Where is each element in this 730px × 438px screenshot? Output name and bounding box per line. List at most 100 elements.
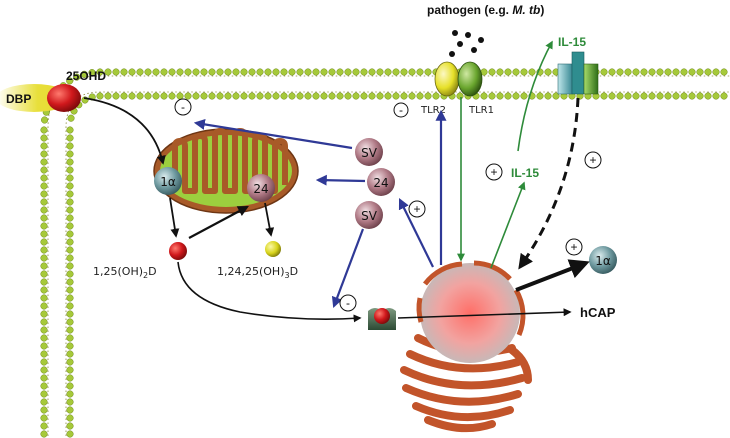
phospholipid-head bbox=[688, 92, 696, 100]
calcitriol-label: 1,25(OH)2D bbox=[93, 265, 157, 280]
phospholipid-head bbox=[224, 92, 232, 100]
il15-receptor-label: IL-15 bbox=[558, 35, 586, 49]
phospholipid-head bbox=[608, 92, 616, 100]
phospholipid-head bbox=[296, 68, 304, 76]
phospholipid-head bbox=[264, 68, 272, 76]
plus-sign-il15-receptor-text: + bbox=[589, 153, 596, 167]
nuclear-envelope bbox=[513, 288, 526, 336]
phospholipid-head bbox=[66, 166, 74, 174]
phospholipid-head bbox=[640, 92, 648, 100]
phospholipid-head bbox=[88, 69, 96, 77]
phospholipid-head bbox=[40, 262, 48, 270]
hcap-label: hCAP bbox=[580, 305, 616, 320]
nucleus bbox=[420, 263, 520, 363]
dbp-complex: DBP 25OHD bbox=[0, 69, 106, 112]
phospholipid-head bbox=[40, 350, 48, 358]
phospholipid-head bbox=[40, 142, 48, 150]
phospholipid-head bbox=[632, 92, 640, 100]
arrows bbox=[83, 40, 590, 323]
phospholipid-head bbox=[384, 92, 392, 100]
cyp27b1-induced bbox=[589, 246, 617, 274]
phospholipid-head bbox=[512, 92, 520, 100]
arrow-calcitriol-to-cyp24 bbox=[188, 205, 249, 239]
phospholipid-head bbox=[376, 68, 384, 76]
phospholipid-head bbox=[120, 68, 128, 76]
phospholipid-head bbox=[40, 198, 48, 206]
arrow-cyp27b1-to-calcitriol bbox=[169, 197, 180, 238]
phospholipid-head bbox=[424, 68, 432, 76]
phospholipid-head bbox=[312, 92, 320, 100]
phospholipid-head bbox=[712, 92, 720, 100]
phospholipid-head bbox=[608, 68, 616, 76]
plus-sign-il15-receptor bbox=[584, 151, 602, 169]
tlr1-label: TLR1 bbox=[468, 105, 494, 116]
phospholipid-head bbox=[184, 68, 192, 76]
phospholipid-head bbox=[392, 92, 400, 100]
arrow-25ohd-to-cyp27b1 bbox=[83, 97, 166, 165]
phospholipid-head bbox=[496, 68, 504, 76]
phospholipid-head bbox=[656, 68, 664, 76]
pathogen-particle bbox=[471, 47, 477, 53]
phospholipid-head bbox=[624, 92, 632, 100]
phospholipid-head bbox=[80, 70, 88, 78]
phospholipid-head bbox=[40, 190, 48, 198]
phospholipid-head bbox=[66, 134, 74, 142]
phospholipid-head bbox=[66, 270, 74, 278]
cyp27b1-induced-label: 1α bbox=[595, 254, 611, 268]
phospholipid-head bbox=[240, 92, 248, 100]
phospholipid-head bbox=[66, 366, 74, 374]
phospholipid-head bbox=[672, 92, 680, 100]
phospholipid-head bbox=[73, 73, 81, 81]
phospholipid-head bbox=[224, 68, 232, 76]
phospholipid-head bbox=[344, 68, 352, 76]
plus-sign-cyp24 bbox=[408, 200, 426, 218]
phospholipid-head bbox=[40, 414, 48, 422]
phospholipid-head bbox=[360, 92, 368, 100]
phospholipid-head bbox=[488, 92, 496, 100]
phospholipid-head bbox=[104, 68, 112, 76]
phospholipid-head bbox=[232, 68, 240, 76]
phospholipid-head bbox=[616, 68, 624, 76]
pathogen-particle bbox=[478, 37, 484, 43]
phospholipid-head bbox=[66, 214, 74, 222]
minus-sign-25ohd bbox=[174, 98, 192, 116]
pathogen-group: pathogen (e.g. M. tb) bbox=[427, 3, 544, 57]
phospholipid-head bbox=[664, 92, 672, 100]
minus-sign-vdr-text: - bbox=[346, 296, 350, 310]
phospholipid-head bbox=[176, 92, 184, 100]
phospholipid-head bbox=[66, 430, 74, 438]
pathogen-particle bbox=[452, 30, 458, 36]
metabolites: 1,25(OH)2D 1,24,25(OH)3D bbox=[93, 241, 298, 280]
phospholipid-head bbox=[384, 68, 392, 76]
inactive-metabolite-molecule bbox=[265, 241, 281, 257]
phospholipid-head bbox=[704, 92, 712, 100]
plus-sign-il15 bbox=[485, 163, 503, 181]
arrow-il15-secretion bbox=[517, 40, 553, 152]
phospholipid-head bbox=[136, 92, 144, 100]
phospholipid-head bbox=[40, 158, 48, 166]
phospholipid-head bbox=[400, 92, 408, 100]
phospholipid-head bbox=[256, 68, 264, 76]
phospholipid-head bbox=[280, 92, 288, 100]
phospholipid-head bbox=[104, 92, 112, 100]
phospholipid-head bbox=[288, 92, 296, 100]
phospholipid-head bbox=[67, 114, 75, 122]
pathogen-particle bbox=[449, 51, 455, 57]
phospholipid-head bbox=[416, 92, 424, 100]
enzyme-variants: SV 24 SV bbox=[355, 138, 395, 229]
phospholipid-head bbox=[336, 92, 344, 100]
phospholipid-head bbox=[688, 68, 696, 76]
phospholipid-head bbox=[66, 142, 74, 150]
splice-variant-top-label: SV bbox=[361, 146, 378, 160]
phospholipid-head bbox=[66, 382, 74, 390]
phospholipid-head bbox=[320, 92, 328, 100]
phospholipid-head bbox=[66, 278, 74, 286]
phospholipid-head bbox=[128, 92, 136, 100]
phospholipid-head bbox=[208, 92, 216, 100]
vdr-bound-calcitriol bbox=[374, 308, 390, 324]
phospholipid-head bbox=[680, 68, 688, 76]
phospholipid-head bbox=[408, 92, 416, 100]
phospholipid-head bbox=[504, 68, 512, 76]
phospholipid-head bbox=[40, 214, 48, 222]
phospholipid-head bbox=[336, 68, 344, 76]
